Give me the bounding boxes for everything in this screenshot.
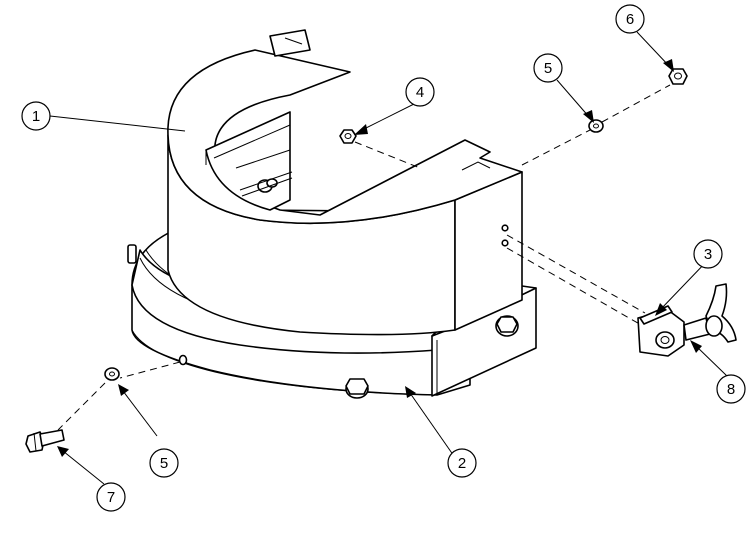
upper-bracket — [167, 29, 523, 336]
callout-2-label: 2 — [458, 455, 466, 472]
callout-3: 3 — [693, 239, 723, 269]
callout-1-label: 1 — [32, 108, 40, 125]
callout-5-lower: 5 — [149, 448, 179, 478]
callout-2: 2 — [447, 448, 477, 478]
callout-6: 6 — [615, 4, 645, 34]
callout-7: 7 — [96, 482, 126, 512]
hex-nut-6 — [668, 68, 688, 85]
callout-5-upper-label: 5 — [544, 60, 552, 77]
callout-8: 8 — [716, 374, 746, 404]
leaders — [49, 31, 728, 485]
block-bolt-head — [495, 315, 519, 337]
hex-nut-4 — [339, 129, 357, 144]
callout-5-upper: 5 — [533, 53, 563, 83]
callout-1: 1 — [21, 101, 51, 131]
base-bolt-head — [345, 378, 369, 399]
callout-7-label: 7 — [107, 489, 115, 506]
clamp-assembly — [637, 283, 737, 357]
washer-5-lower — [104, 367, 120, 381]
callout-4: 4 — [405, 77, 435, 107]
inner-bolt — [239, 171, 293, 197]
washer-5-upper — [588, 119, 604, 133]
explode-lines — [57, 84, 671, 431]
callout-6-label: 6 — [626, 11, 634, 28]
callout-3-label: 3 — [704, 246, 712, 263]
callout-5-lower-label: 5 — [160, 455, 168, 472]
callout-8-label: 8 — [727, 381, 735, 398]
hex-bolt-7 — [25, 429, 65, 453]
callout-4-label: 4 — [416, 84, 424, 101]
